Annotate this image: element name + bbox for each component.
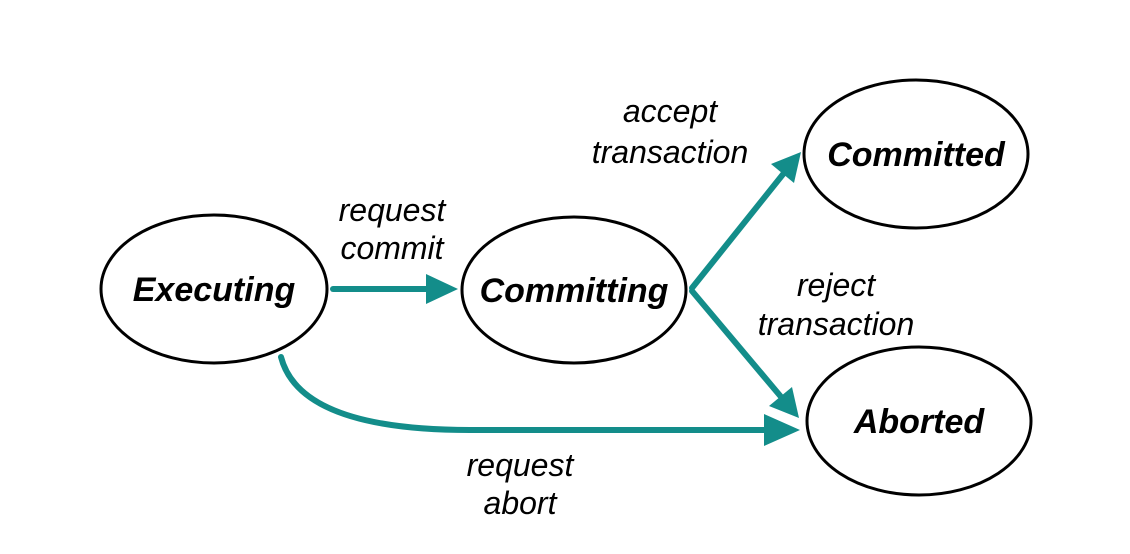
state-committed: Committed	[802, 78, 1030, 230]
state-aborted-label: Aborted	[853, 403, 986, 441]
arrow-accept-transaction	[689, 170, 787, 291]
label-reject-transaction: reject transaction	[758, 267, 915, 342]
label-accept-transaction: accept transaction	[592, 93, 749, 170]
state-executing: Executing	[99, 213, 329, 365]
label-reject-transaction-line1: reject	[797, 267, 876, 303]
label-request-abort-line2: abort	[484, 485, 558, 521]
label-request-abort: request abort	[467, 447, 575, 521]
state-aborted-shape	[805, 345, 1033, 497]
label-accept-transaction-line2: transaction	[592, 134, 749, 170]
label-request-commit-line2: commit	[340, 230, 444, 266]
arrowhead-request-commit	[426, 274, 458, 304]
state-committed-label: Committed	[827, 136, 1006, 174]
transition-request-abort	[278, 354, 800, 446]
arrowhead-accept-transaction	[771, 152, 801, 183]
transition-accept-transaction	[689, 152, 801, 291]
arrow-request-abort	[278, 354, 768, 433]
arrowhead-reject-transaction	[769, 387, 799, 418]
state-committing-shape	[460, 215, 688, 365]
arrowhead-request-abort	[764, 414, 800, 446]
label-request-abort-line1: request	[467, 447, 575, 483]
label-accept-transaction-line1: accept	[623, 93, 718, 129]
transition-request-commit	[330, 274, 458, 304]
state-committed-shape	[802, 78, 1030, 230]
arrow-reject-transaction	[689, 288, 785, 401]
state-committing: Committing	[460, 215, 688, 365]
transition-reject-transaction	[689, 288, 799, 418]
label-reject-transaction-line2: transaction	[758, 306, 915, 342]
label-request-commit-line1: request	[339, 192, 447, 228]
state-aborted: Aborted	[805, 345, 1033, 497]
state-executing-shape	[99, 213, 329, 365]
state-committing-label: Committing	[480, 272, 669, 310]
label-request-commit: request commit	[339, 192, 447, 266]
state-executing-label: Executing	[133, 271, 296, 309]
